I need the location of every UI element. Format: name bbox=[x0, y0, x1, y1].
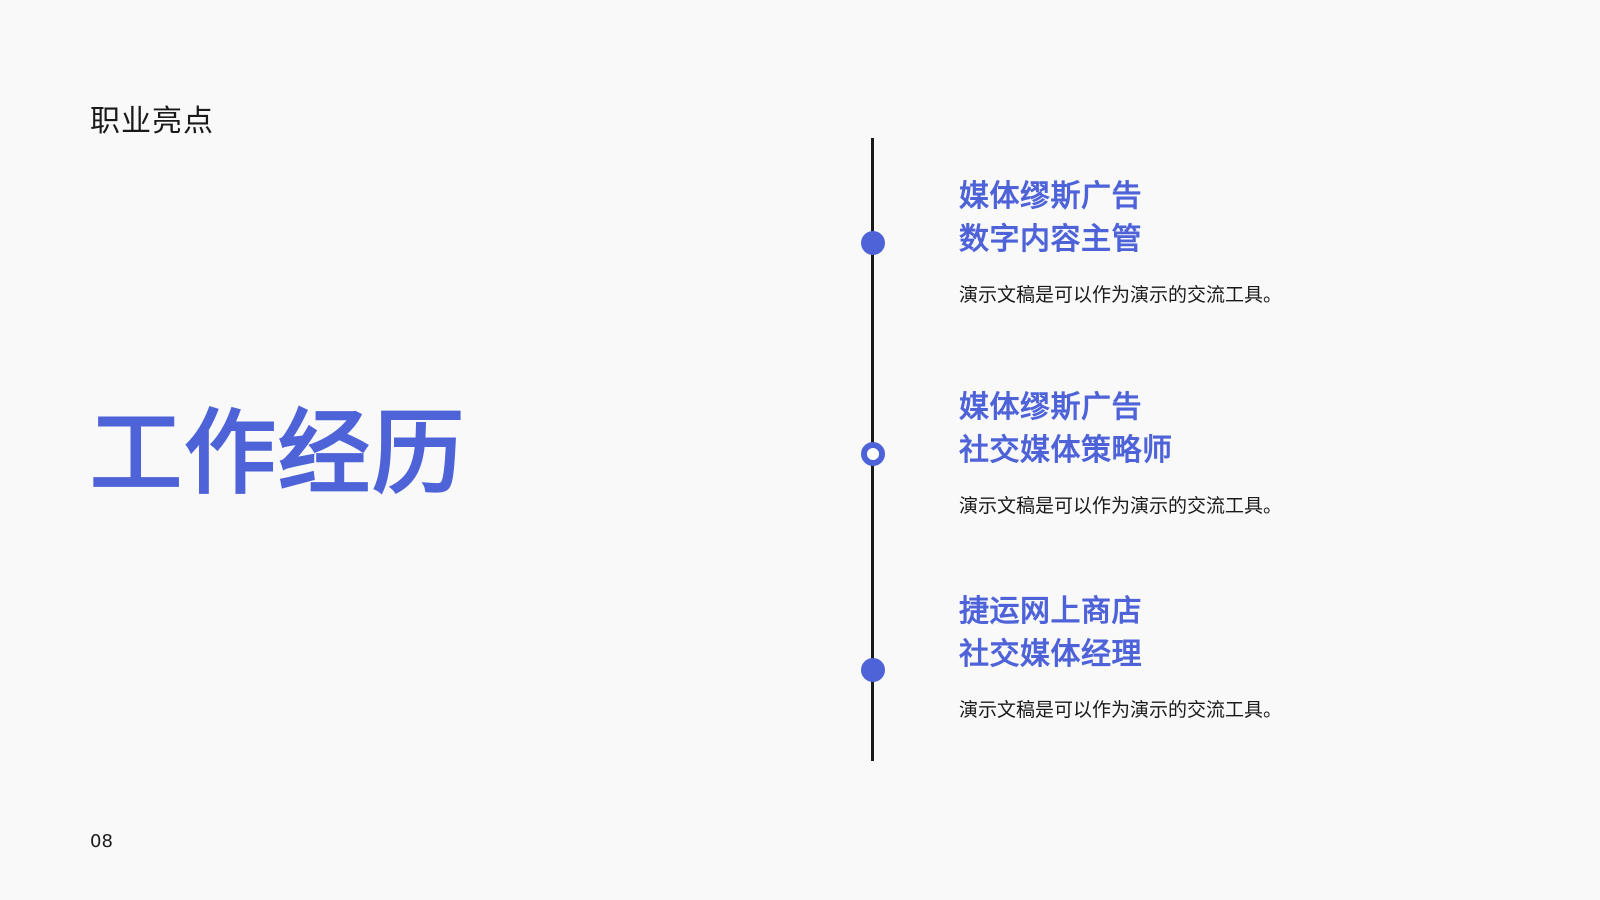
timeline-entry: 捷运网上商店 社交媒体经理 演示文稿是可以作为演示的交流工具。 bbox=[959, 590, 1459, 724]
entry-role: 社交媒体经理 bbox=[959, 637, 1142, 672]
entry-description: 演示文稿是可以作为演示的交流工具。 bbox=[959, 495, 1283, 517]
entry-company: 捷运网上商店 bbox=[959, 594, 1142, 629]
page-number: 08 bbox=[90, 831, 113, 852]
timeline-entry: 媒体缪斯广告 社交媒体策略师 演示文稿是可以作为演示的交流工具。 bbox=[959, 386, 1459, 520]
entry-role: 社交媒体策略师 bbox=[959, 433, 1173, 468]
entry-description: 演示文稿是可以作为演示的交流工具。 bbox=[959, 284, 1283, 306]
entry-company: 媒体缪斯广告 bbox=[959, 390, 1142, 425]
entry-description: 演示文稿是可以作为演示的交流工具。 bbox=[959, 699, 1283, 721]
filled-dot-icon bbox=[861, 658, 885, 682]
slide-subtitle: 职业亮点 bbox=[90, 104, 214, 139]
hollow-ring-icon bbox=[861, 442, 885, 466]
entry-company: 媒体缪斯广告 bbox=[959, 179, 1142, 214]
filled-dot-icon bbox=[861, 231, 885, 255]
entry-role: 数字内容主管 bbox=[959, 222, 1142, 257]
slide-title: 工作经历 bbox=[90, 400, 467, 507]
timeline-entry: 媒体缪斯广告 数字内容主管 演示文稿是可以作为演示的交流工具。 bbox=[959, 175, 1459, 309]
